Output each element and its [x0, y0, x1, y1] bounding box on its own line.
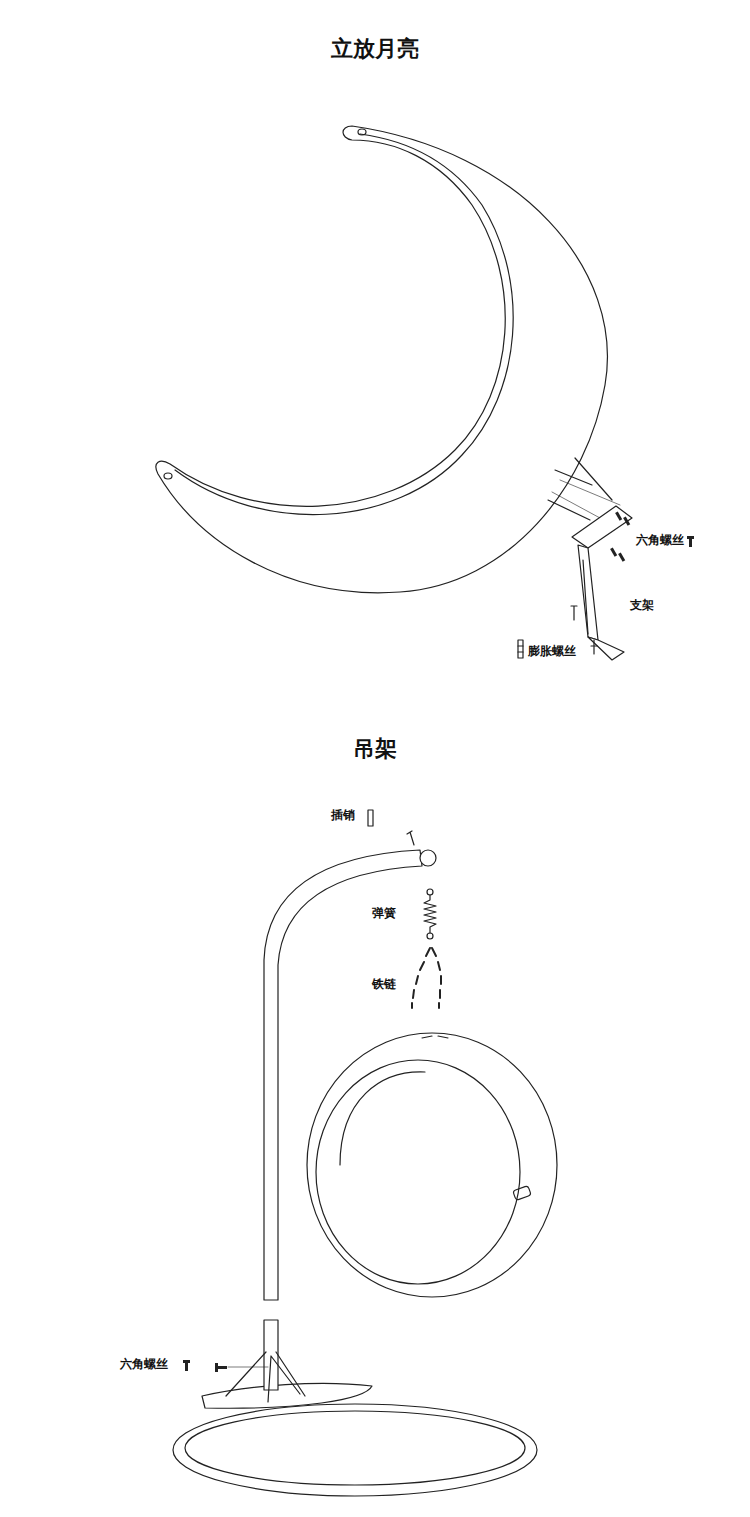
section-heading: 吊架 — [353, 736, 397, 762]
part-label: 六角螺丝 — [636, 533, 684, 547]
part-label: 插销 — [331, 808, 355, 822]
part-label: 弹簧 — [372, 906, 396, 920]
section-heading: 立放月亮 — [331, 36, 419, 62]
part-label: 膨胀螺丝 — [528, 644, 576, 658]
moon-figure — [156, 126, 607, 593]
hanging-stand — [173, 810, 557, 1496]
moon-bracket — [518, 458, 694, 660]
part-label: 支架 — [630, 598, 654, 612]
part-label: 铁链 — [372, 977, 396, 991]
part-label: 六角螺丝 — [120, 1357, 168, 1371]
